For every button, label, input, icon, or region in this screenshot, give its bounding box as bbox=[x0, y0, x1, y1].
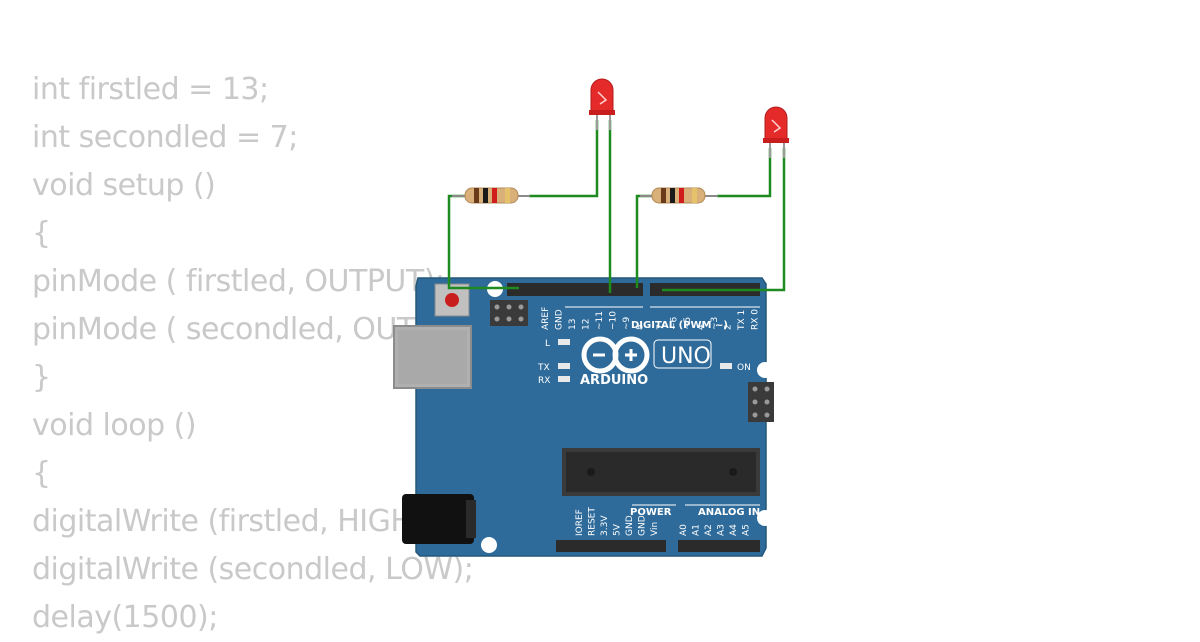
pin-label: 8 bbox=[636, 324, 646, 330]
code-line: { bbox=[32, 456, 51, 491]
icsp-header-right bbox=[748, 382, 774, 422]
pin-label: 7 bbox=[656, 324, 666, 330]
code-line: void loop () bbox=[32, 408, 197, 443]
pin-label: A5 bbox=[742, 524, 752, 536]
pin-label: A2 bbox=[704, 524, 714, 536]
pin-label: ~3 bbox=[710, 317, 720, 330]
digital-label: DIGITAL (PWM ~) bbox=[631, 320, 728, 331]
code-line: digitalWrite (secondled, LOW); bbox=[32, 552, 474, 587]
led-rx-indicator: RX bbox=[538, 376, 570, 386]
pin-label: A0 bbox=[679, 524, 689, 536]
code-line: { bbox=[32, 216, 51, 251]
svg-text:ON: ON bbox=[737, 363, 751, 373]
pin-label: A1 bbox=[692, 524, 702, 536]
pin-label: GND bbox=[555, 309, 565, 330]
pin-label: GND bbox=[625, 515, 635, 536]
power-header bbox=[556, 540, 666, 552]
wire-first-led-cathode bbox=[529, 120, 599, 198]
usb-port bbox=[393, 325, 472, 389]
power-jack bbox=[402, 494, 476, 544]
pin-label: A3 bbox=[717, 524, 727, 536]
pin-label: RESET bbox=[588, 507, 598, 536]
code-line: int secondled = 7; bbox=[32, 120, 298, 155]
analog-header bbox=[678, 540, 760, 552]
resistor-1 bbox=[452, 187, 530, 204]
arduino-logo-text: ARDUINO bbox=[580, 373, 648, 388]
pin-label: IOREF bbox=[575, 509, 585, 536]
led-2 bbox=[763, 106, 789, 158]
code-line: void setup () bbox=[32, 168, 216, 203]
power-label: POWER bbox=[630, 507, 672, 518]
svg-text:L: L bbox=[545, 339, 550, 349]
pin-label: 3.3V bbox=[600, 515, 610, 536]
wire-second-led-anode bbox=[662, 148, 786, 292]
led-1 bbox=[589, 78, 615, 130]
pin-label: Vin bbox=[650, 522, 660, 536]
pin-label: AREF bbox=[541, 307, 551, 330]
pin-label: GND bbox=[638, 515, 648, 536]
wire-second-led-cathode bbox=[717, 148, 772, 198]
svg-text:TX: TX bbox=[537, 363, 550, 373]
arduino-logo-icon bbox=[581, 336, 650, 374]
code-line: } bbox=[32, 360, 51, 395]
mounting-hole bbox=[757, 362, 773, 378]
svg-text:RX: RX bbox=[538, 376, 550, 386]
pin-label: ~10 bbox=[609, 311, 619, 330]
code-line: pinMode ( firstled, OUTPUT); bbox=[32, 264, 445, 299]
pin-label: A4 bbox=[729, 524, 739, 536]
resistor-2 bbox=[640, 187, 718, 204]
led-l-indicator: L bbox=[545, 339, 570, 349]
pin-label: 2 bbox=[724, 324, 734, 330]
pin-label: 13 bbox=[568, 319, 578, 330]
pin-label: 5V bbox=[613, 523, 623, 536]
digital-header-left bbox=[507, 283, 643, 296]
pin-label: TX 1 bbox=[737, 310, 747, 331]
pin-label: 4 bbox=[697, 324, 707, 330]
mounting-hole bbox=[757, 510, 773, 526]
pin-label: ~11 bbox=[595, 311, 605, 330]
reset-button[interactable] bbox=[434, 283, 470, 317]
code-line: delay(1500); bbox=[32, 600, 218, 635]
pin-label: ~9 bbox=[622, 316, 632, 330]
microcontroller-chip bbox=[562, 448, 760, 496]
wire-second-resistor-gnd bbox=[635, 194, 652, 288]
pin-label: 12 bbox=[582, 319, 592, 330]
pin-label: RX 0 bbox=[751, 309, 761, 330]
board-model: UNO bbox=[661, 344, 711, 369]
pin-label: ~5 bbox=[683, 317, 693, 330]
code-line: int firstled = 13; bbox=[32, 72, 269, 107]
led-tx-indicator: TX bbox=[537, 363, 570, 373]
icsp-header bbox=[490, 300, 528, 326]
wire-first-resistor-gnd bbox=[447, 194, 519, 290]
mounting-hole bbox=[481, 537, 497, 553]
led-on-indicator: ON bbox=[720, 363, 751, 373]
pin-label: ~6 bbox=[670, 316, 680, 330]
analog-label: ANALOG IN bbox=[698, 507, 760, 518]
